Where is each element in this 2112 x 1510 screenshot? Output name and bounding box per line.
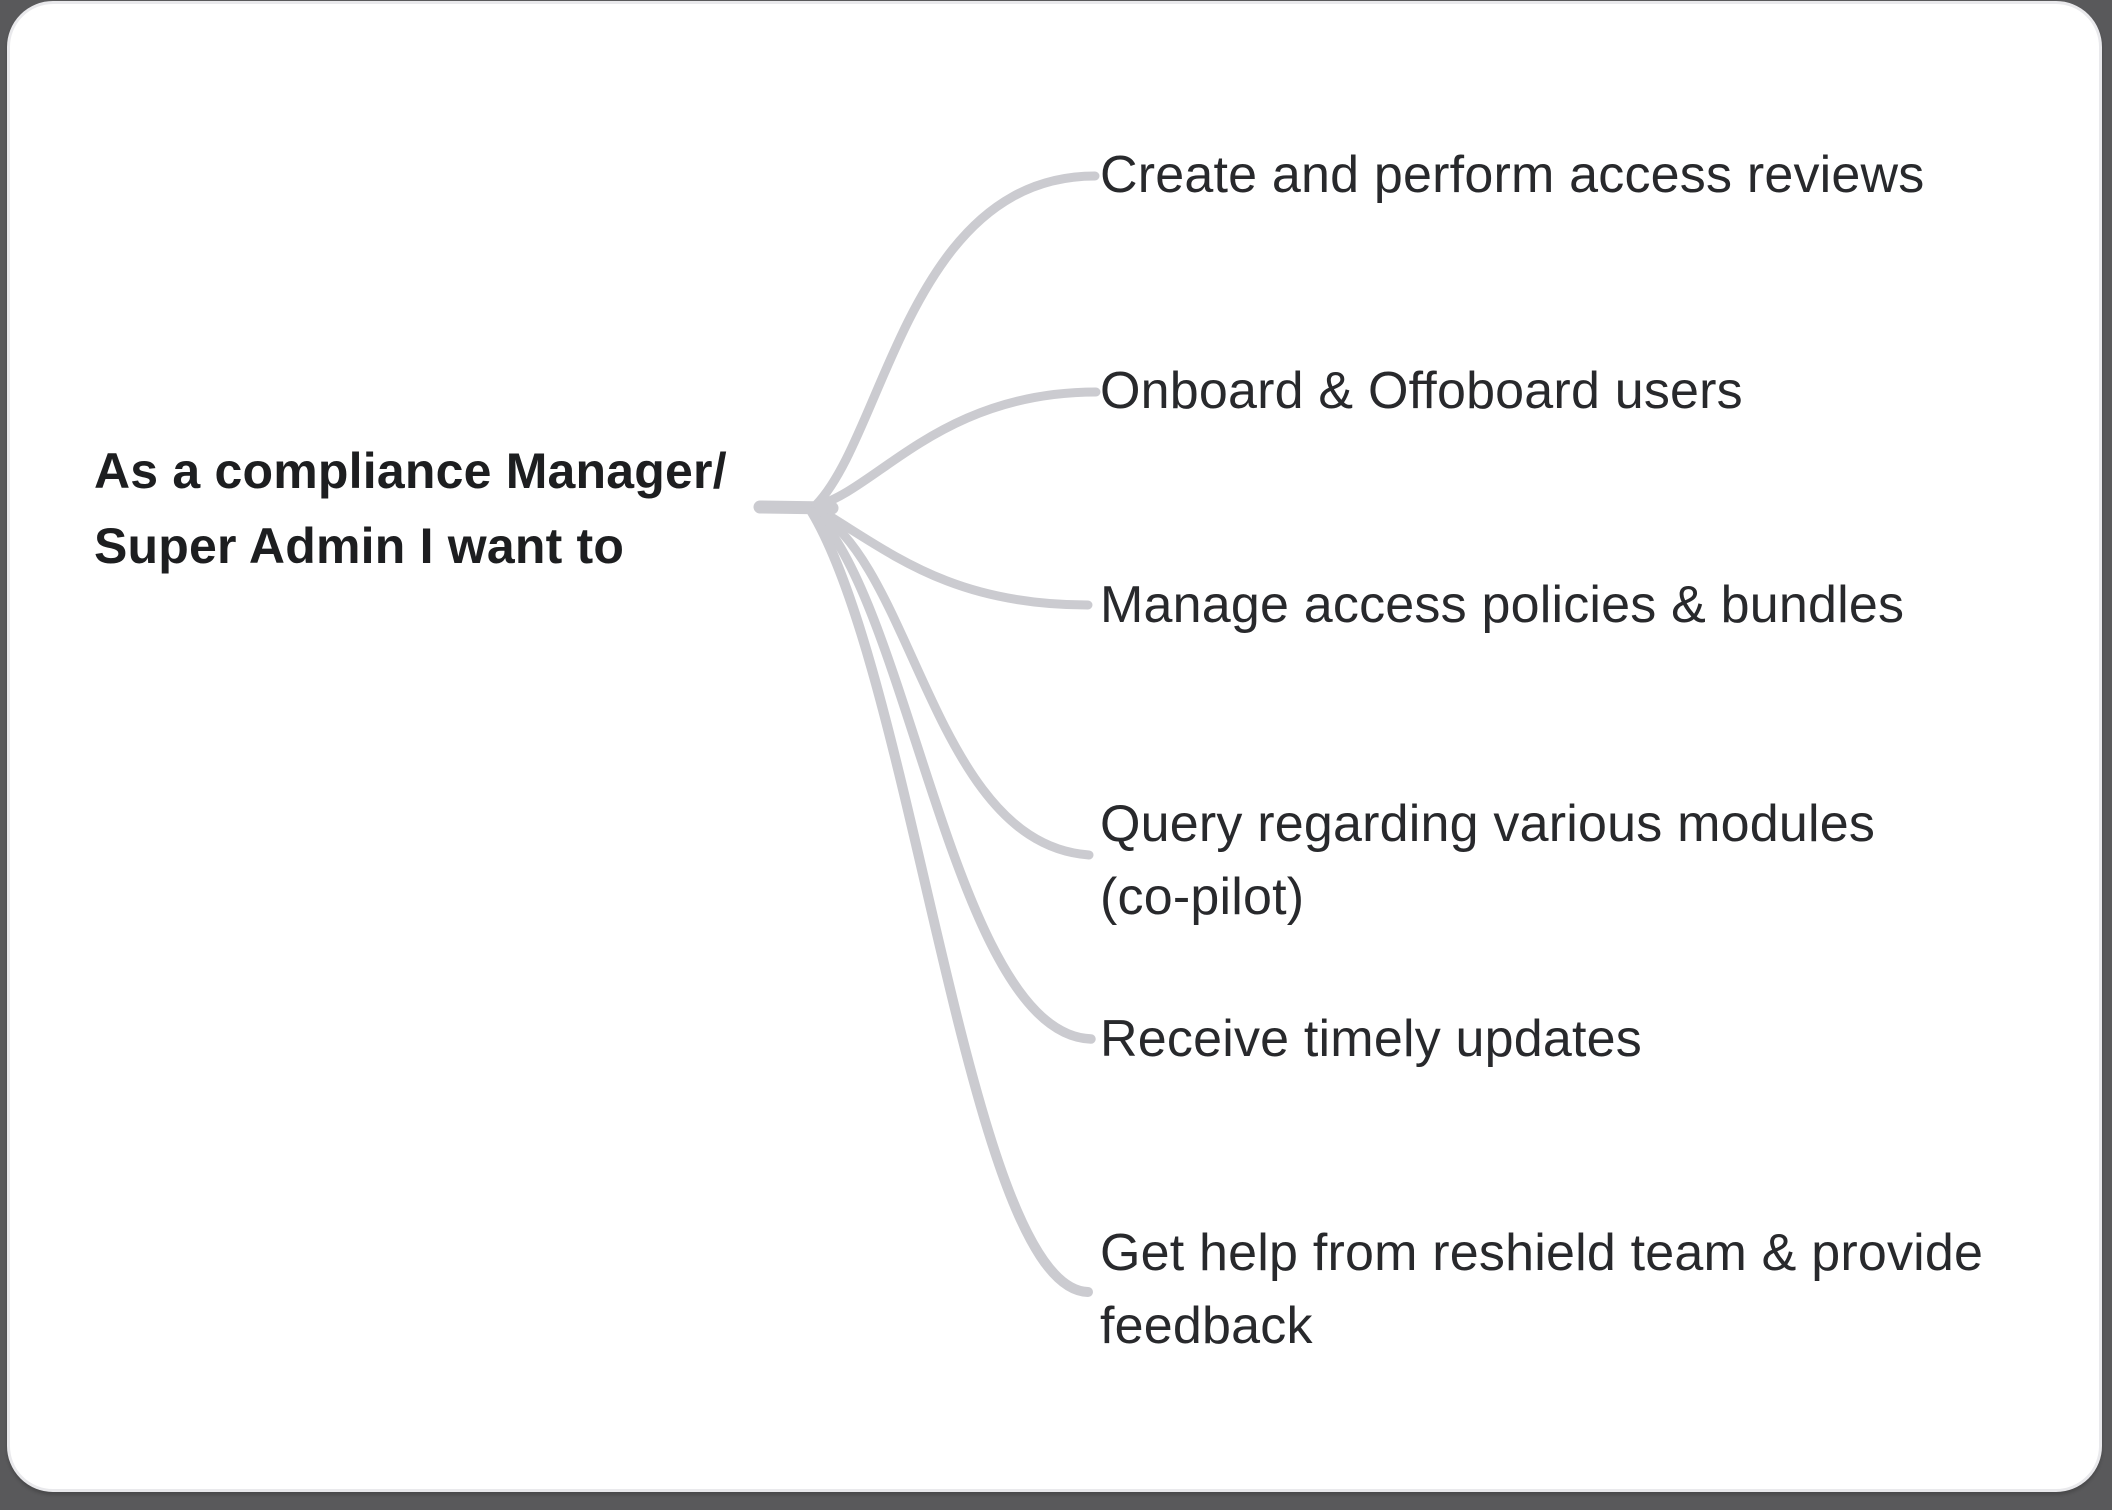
- root-node-line2: Super Admin I want to: [94, 518, 625, 574]
- branch-label-line2: (co-pilot): [1100, 868, 1305, 926]
- root-node[interactable]: As a compliance Manager/ Super Admin I w…: [94, 434, 727, 584]
- branch-node-create-access-reviews[interactable]: Create and perform access reviews: [1100, 139, 1924, 212]
- branch-label: Receive timely updates: [1100, 1010, 1642, 1068]
- connector-manage-policies-bundles: [813, 504, 1093, 610]
- connector-root-stub: [753, 500, 839, 515]
- connector-help-feedback: [807, 507, 1093, 1297]
- connector-create-access-reviews: [811, 171, 1100, 510]
- connector-receive-timely-updates: [809, 507, 1096, 1044]
- connector-onboard-offboard-users: [811, 387, 1101, 511]
- mindmap-card: As a compliance Manager/ Super Admin I w…: [7, 1, 2102, 1492]
- branch-label-line1: Get help from reshield team & provide: [1100, 1224, 1984, 1282]
- branch-label-line2: feedback: [1100, 1297, 1313, 1355]
- branch-node-help-feedback[interactable]: Get help from reshield team & provide fe…: [1100, 1217, 1983, 1363]
- branch-label: Manage access policies & bundles: [1100, 576, 1905, 634]
- root-node-line1: As a compliance Manager/: [94, 443, 727, 499]
- branch-node-query-modules-copilot[interactable]: Query regarding various modules (co-pilo…: [1100, 788, 1875, 934]
- connector-query-modules-copilot: [811, 506, 1094, 860]
- branch-node-receive-timely-updates[interactable]: Receive timely updates: [1100, 1003, 1642, 1076]
- branch-label: Create and perform access reviews: [1100, 146, 1925, 204]
- branch-label: Onboard & Offoboard users: [1100, 362, 1743, 420]
- branch-label-line1: Query regarding various modules: [1100, 795, 1876, 853]
- branch-node-manage-policies-bundles[interactable]: Manage access policies & bundles: [1100, 569, 1904, 642]
- branch-node-onboard-offboard-users[interactable]: Onboard & Offoboard users: [1100, 355, 1743, 428]
